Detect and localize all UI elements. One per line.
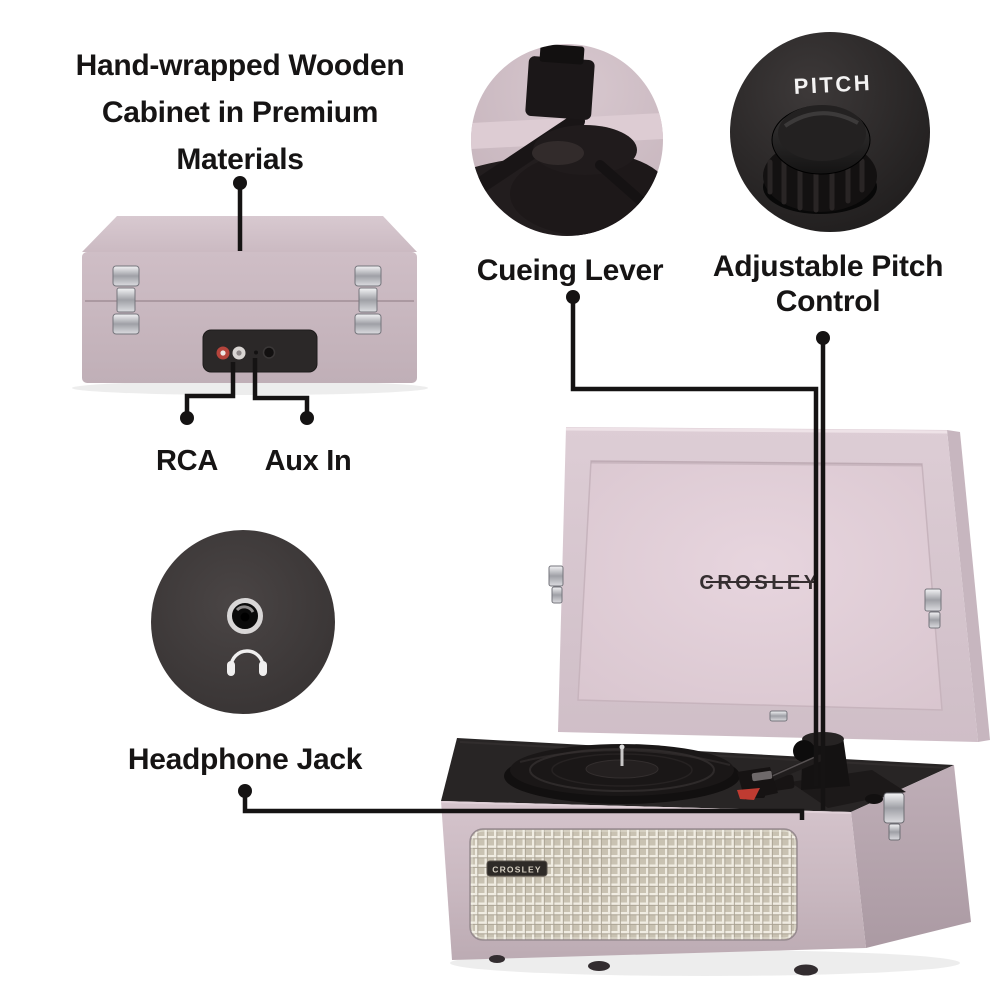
cabinet-label-line1: Hand-wrapped Wooden xyxy=(75,49,405,82)
leader-rca xyxy=(184,362,236,414)
cueing-lever-label: Cueing Lever xyxy=(476,254,664,287)
cabinet-back-view xyxy=(72,216,428,395)
turntable-open-view: CROSLEY xyxy=(440,427,990,976)
cueing-link xyxy=(595,160,647,207)
cartridge-detail xyxy=(751,770,773,782)
cabinet-label-line3: Materials xyxy=(176,143,304,176)
cueing-lever-head xyxy=(525,56,595,120)
foot-left xyxy=(489,955,505,963)
dot-aux xyxy=(300,411,314,425)
stylus-red xyxy=(737,788,760,800)
cueing-lever-cap xyxy=(539,44,585,65)
speaker-grille: CROSLEY xyxy=(469,828,798,941)
cueing-facet xyxy=(532,141,584,165)
dot-cabinet xyxy=(233,176,247,190)
io-panel xyxy=(202,329,318,373)
base-side-face xyxy=(851,765,971,948)
aux-in-label: Aux In xyxy=(264,445,352,477)
leader-headphone xyxy=(242,791,805,820)
dot-pitch xyxy=(816,331,830,345)
hinge-left xyxy=(112,265,140,335)
headphone-icon xyxy=(227,649,267,676)
dot-headphone xyxy=(238,784,252,798)
dot-cueing xyxy=(566,290,580,304)
cabinet-top-face xyxy=(82,216,417,252)
jack-hole xyxy=(240,612,250,622)
pitch-label-line2: Control xyxy=(775,285,881,318)
lid-latch-left xyxy=(548,565,564,604)
pitch-knob-highlight xyxy=(783,111,859,128)
spindle-tip xyxy=(619,744,625,750)
lid-top-highlight xyxy=(565,427,948,434)
tonearm-assembly xyxy=(737,732,906,808)
foot-center xyxy=(588,961,610,971)
headphone-jack-label: Headphone Jack xyxy=(127,743,363,776)
lid-inner-shadow xyxy=(590,460,923,467)
counterweight xyxy=(793,740,815,762)
grille-badge-text: CROSLEY xyxy=(492,865,542,875)
lid-brand-logo: CROSLEY xyxy=(699,572,817,594)
aux-port xyxy=(262,346,276,359)
grille-badge xyxy=(486,860,548,877)
hinge-right xyxy=(354,265,382,335)
pitch-control-label: Adjustable Pitch Control xyxy=(703,249,953,319)
grille-inner-edge xyxy=(471,830,796,939)
lid-latch-right xyxy=(924,588,942,629)
foot-right xyxy=(794,964,818,976)
base-side-latch xyxy=(883,792,905,841)
cabinet-shadow xyxy=(72,381,428,395)
turntable-shadow xyxy=(450,950,960,976)
pitch-knob-knurls xyxy=(767,147,865,213)
cabinet-label-line2: Cabinet in Premium xyxy=(101,96,379,129)
leader-cueing xyxy=(570,297,819,786)
rca-jack-red-center xyxy=(220,350,226,356)
lid-edge-right xyxy=(947,430,990,742)
lid-latch-keeper xyxy=(769,710,788,722)
leader-aux xyxy=(252,358,310,414)
deck-knob xyxy=(865,794,883,804)
jack-crescent xyxy=(235,605,255,613)
pitch-control-inset: PITCH xyxy=(730,32,930,232)
dot-rca xyxy=(180,411,194,425)
rca-jack-white-center xyxy=(236,350,242,356)
cabinet-feature-label: Hand-wrapped Wooden Cabinet in Premium M… xyxy=(55,42,425,183)
callout-dots xyxy=(180,176,830,798)
pitch-label-line1: Adjustable Pitch xyxy=(712,250,944,283)
tonearm-glint xyxy=(769,756,816,778)
pitch-knob-label: PITCH xyxy=(793,70,873,99)
panel-screw-hole xyxy=(254,350,258,355)
callout-lines xyxy=(184,183,826,820)
headphone-jack-inset xyxy=(151,530,335,714)
cueing-lever-inset xyxy=(471,44,663,236)
cabinet-rear-face xyxy=(82,252,417,383)
rca-label: RCA xyxy=(156,445,218,477)
